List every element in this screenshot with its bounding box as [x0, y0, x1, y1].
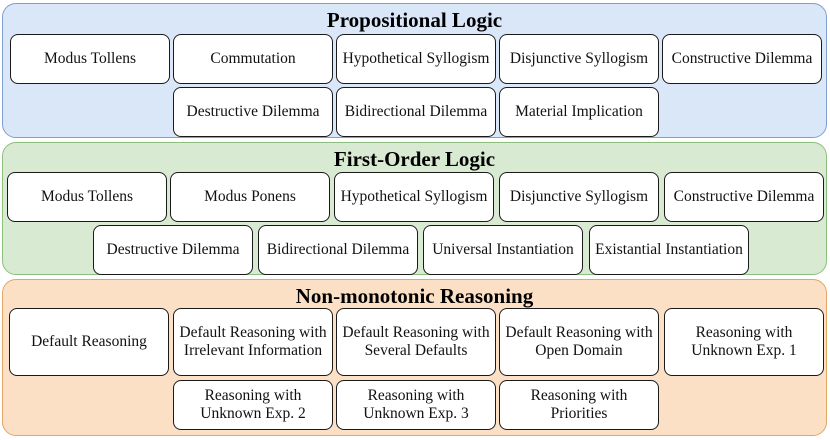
- rule-box: Hypothetical Syllogism: [336, 34, 496, 84]
- rule-box: Default Reasoning: [9, 308, 169, 376]
- rule-box: Disjunctive Syllogism: [499, 172, 659, 222]
- rule-box: Hypothetical Syllogism: [334, 172, 494, 222]
- rule-box: Material Implication: [499, 87, 659, 137]
- panel-title: First-Order Logic: [333, 147, 496, 171]
- rule-box: Bidirectional Dilemma: [336, 87, 496, 137]
- rule-box: Modus Tollens: [10, 34, 170, 84]
- rule-box: Reasoning with Unknown Exp. 3: [336, 380, 496, 430]
- rule-box: Bidirectional Dilemma: [258, 225, 418, 275]
- rule-box: Disjunctive Syllogism: [499, 34, 659, 84]
- rule-box: Universal Instantiation: [423, 225, 583, 275]
- rule-box: Default Reasoning with Irrelevant Inform…: [173, 308, 333, 376]
- rule-box: Commutation: [173, 34, 333, 84]
- rule-box: Existantial Instantiation: [589, 225, 749, 275]
- rule-box: Constructive Dilemma: [664, 172, 824, 222]
- rule-box: Reasoning with Unknown Exp. 1: [664, 308, 824, 376]
- rule-box: Reasoning with Unknown Exp. 2: [173, 380, 333, 430]
- rule-box: Modus Ponens: [170, 172, 330, 222]
- rule-box: Modus Tollens: [7, 172, 167, 222]
- rule-box: Default Reasoning with Open Domain: [499, 308, 659, 376]
- rule-box: Constructive Dilemma: [662, 34, 822, 84]
- rule-box: Destructive Dilemma: [173, 87, 333, 137]
- panel-title: Non-monotonic Reasoning: [295, 284, 534, 308]
- rule-box: Default Reasoning with Several Defaults: [336, 308, 496, 376]
- panel-title: Propositional Logic: [326, 8, 503, 32]
- rule-box: Destructive Dilemma: [93, 225, 253, 275]
- rule-box: Reasoning with Priorities: [499, 380, 659, 430]
